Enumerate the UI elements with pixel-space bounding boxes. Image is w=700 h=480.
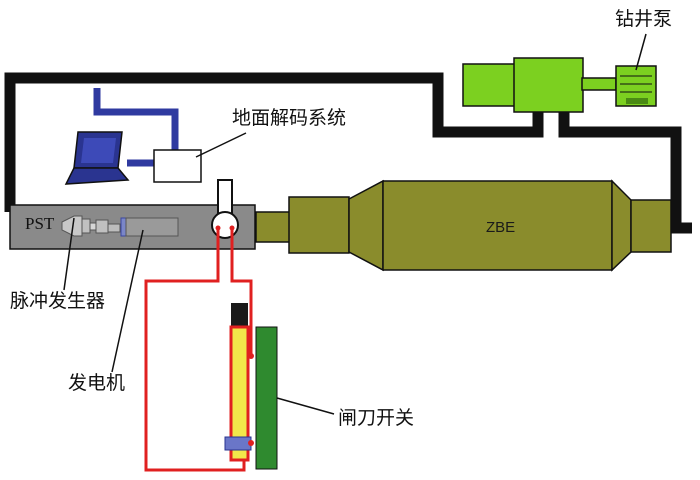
zbe-assembly [255, 179, 672, 272]
zbe-label: ZBE [486, 219, 516, 236]
decoder-leader-line [195, 132, 247, 158]
pst-label: PST [25, 214, 55, 233]
generator-leader-line [111, 229, 144, 373]
drill-pump [462, 57, 657, 113]
pulse-leader-line [63, 217, 75, 291]
drill-pump-label: 钻井泵 [615, 8, 673, 30]
generator-label: 发电机 [68, 372, 126, 394]
generator [107, 217, 179, 237]
switch-leader-line [276, 397, 335, 415]
signal-cable [93, 88, 179, 167]
switch-board [255, 326, 278, 470]
pump-leader-line [635, 33, 647, 71]
switch-wiring [144, 228, 253, 472]
knife-switch-label: 闸刀开关 [338, 407, 415, 429]
knife-switch [224, 303, 254, 462]
pulse-generator [61, 215, 109, 237]
pulse-generator-label: 脉冲发生器 [10, 290, 106, 312]
laptop-icon [64, 131, 130, 185]
surface-decoding-label: 地面解码系统 [232, 107, 347, 129]
surface-decoding-box [153, 149, 202, 183]
